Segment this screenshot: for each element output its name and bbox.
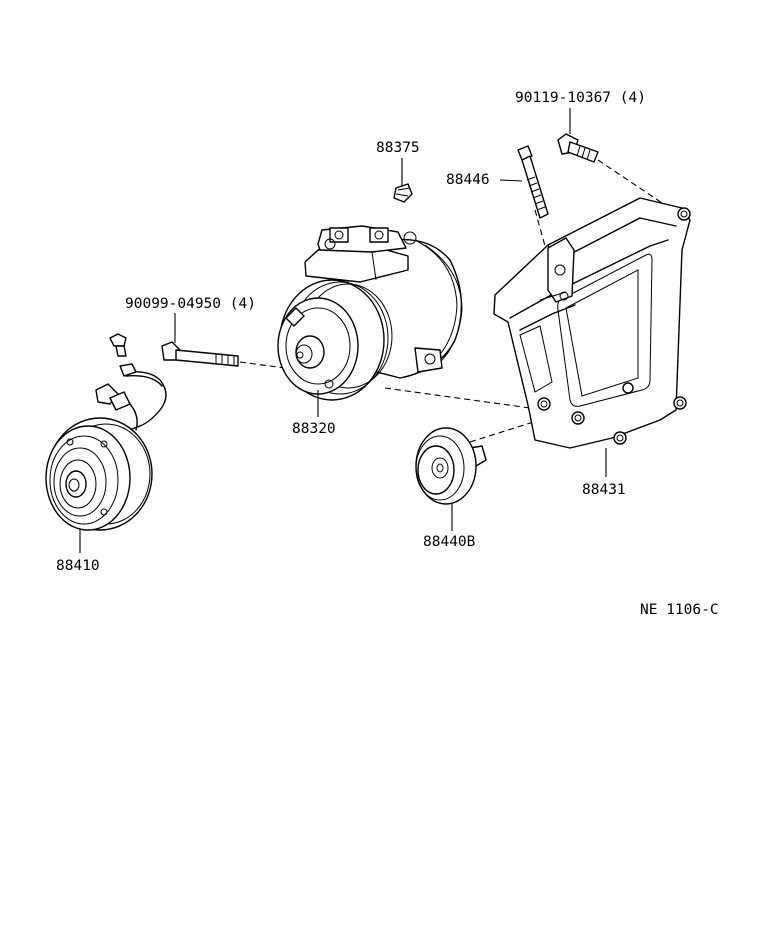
leader-lines (79, 108, 607, 553)
label-88446: 88446 (446, 172, 490, 188)
valve-88375[interactable] (393, 183, 413, 203)
clutch-88410[interactable] (45, 363, 167, 531)
bracket-88431[interactable] (493, 197, 691, 449)
compressor-bolt-90099-04950[interactable] (161, 341, 239, 367)
drawing-code: NE 1106-C (640, 602, 719, 618)
label-90119-10367: 90119-10367 (4) (515, 90, 646, 106)
part-labels: 90119-10367 (4) 88375 88446 90099-04950 … (56, 90, 719, 618)
stud-bolt-88446[interactable] (517, 145, 549, 219)
pulley-88440B[interactable] (415, 427, 487, 505)
label-88320: 88320 (292, 421, 336, 437)
label-88375: 88375 (376, 140, 420, 156)
label-88440B: 88440B (423, 534, 476, 550)
small-screw[interactable] (109, 333, 127, 357)
bracket-bolt-90119-10367[interactable] (557, 133, 599, 163)
label-88431: 88431 (582, 482, 626, 498)
compressor-88320[interactable] (277, 225, 463, 401)
label-90099-04950: 90099-04950 (4) (125, 296, 256, 312)
label-88410: 88410 (56, 558, 100, 574)
